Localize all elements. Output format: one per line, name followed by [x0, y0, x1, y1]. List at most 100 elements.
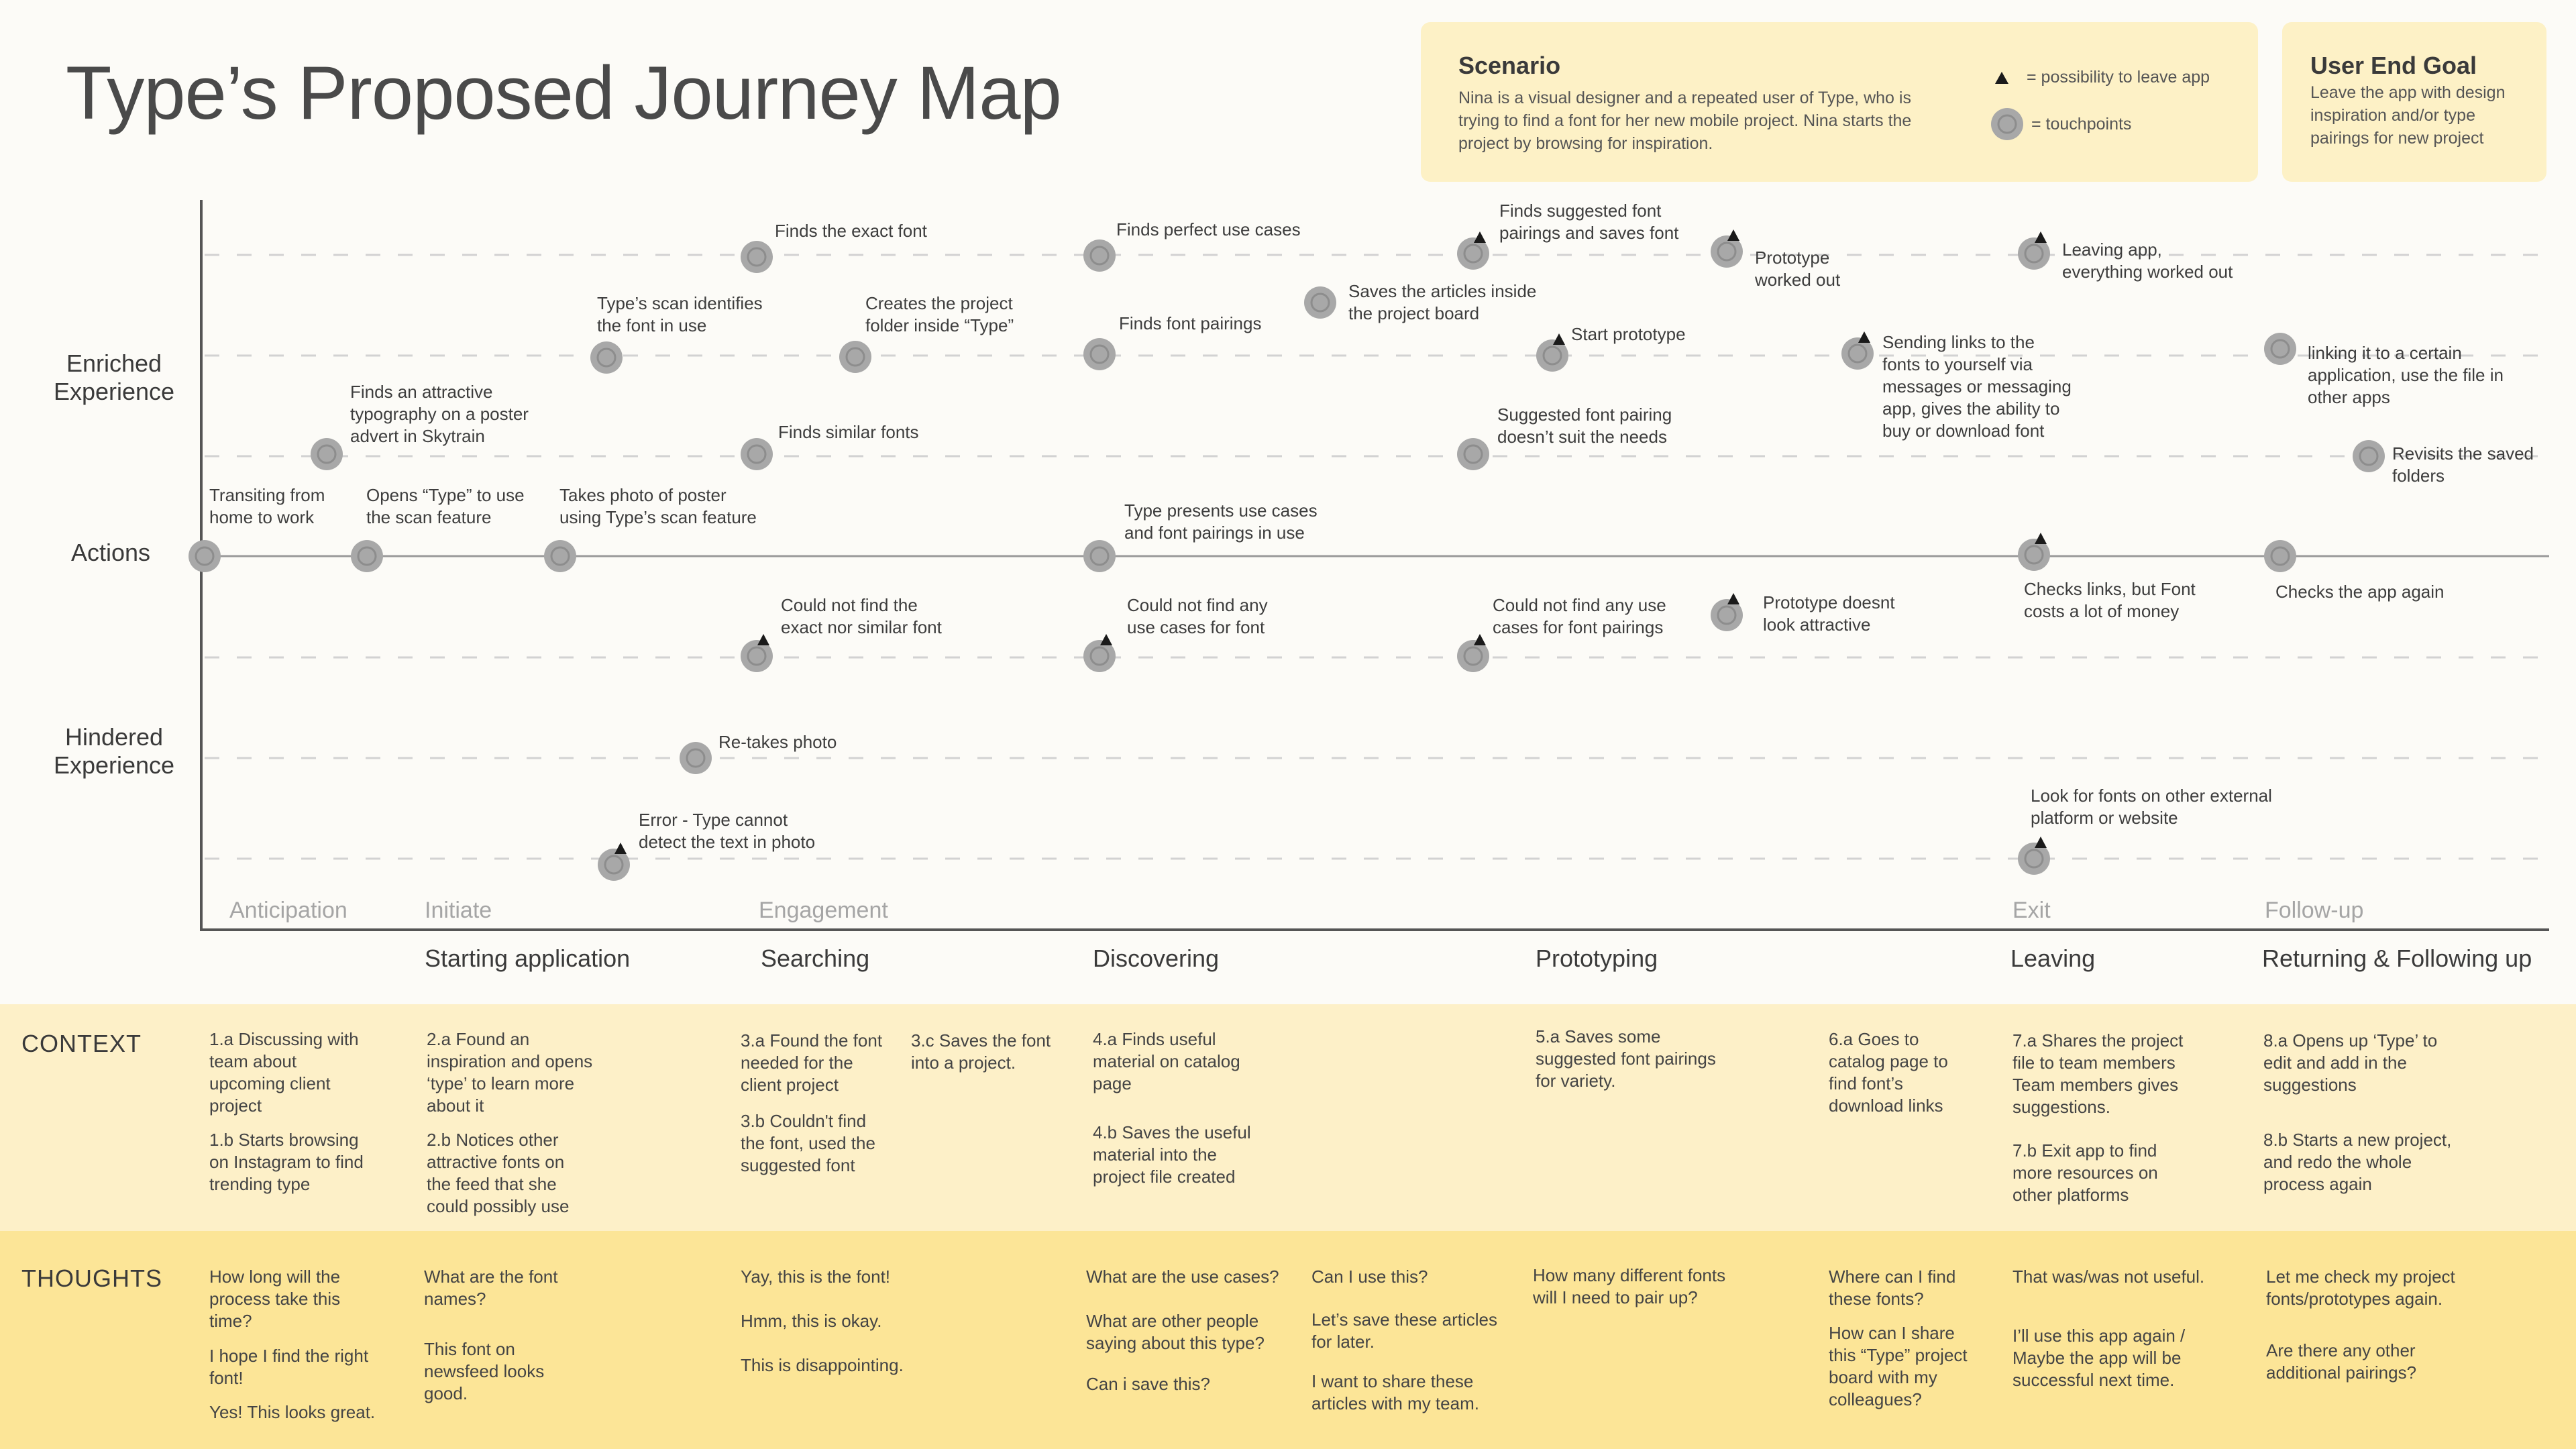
touchpoint-marker [1536, 339, 1568, 372]
touchpoint-marker-ring [357, 546, 377, 566]
leave-app-icon [1474, 634, 1486, 645]
touchpoint-marker-ring [317, 444, 337, 464]
touchpoint-label: Checks the app again [2275, 582, 2445, 602]
touchpoint-marker-ring [1463, 646, 1483, 666]
touchpoint-marker-ring [1089, 246, 1110, 266]
touchpoint-label: Finds font pairings [1119, 313, 1262, 333]
thought-cell: Are there any other additional pairings? [2266, 1340, 2417, 1383]
context-cell: 8.b Starts a new project, and redo the w… [2263, 1130, 2452, 1194]
touchpoint-label: Finds perfect use cases [1116, 219, 1301, 239]
touchpoint-marker-ring [2270, 339, 2290, 359]
touchpoint-marker [839, 341, 871, 373]
touchpoint-marker [2018, 237, 2050, 270]
phase-leaving: Leaving [2010, 945, 2096, 972]
stage-anticipation: Anticipation [229, 898, 347, 923]
touchpoint-marker [189, 540, 221, 572]
context-cell: 2.b Notices other attractive fonts on th… [427, 1130, 570, 1216]
touchpoint-marker [590, 341, 623, 374]
touchpoint-marker-ring [1847, 343, 1868, 364]
leave-app-icon [1553, 333, 1565, 345]
touchpoint-label: Look for fonts on other external platfor… [2031, 786, 2272, 828]
context-cell: 1.b Starts browsing on Instagram to find… [209, 1130, 364, 1194]
page-title: Type’s Proposed Journey Map [66, 51, 1062, 135]
leave-app-icon [1727, 593, 1739, 604]
touchpoint-label: Error - Type cannot detect the text in p… [639, 810, 816, 852]
touchpoint-label: Suggested font pairing doesn’t suit the … [1497, 405, 1672, 447]
thought-cell: I’ll use this app again / Maybe the app … [2012, 1326, 2186, 1390]
touchpoint-marker-ring [686, 748, 706, 768]
context-cell: 8.a Opens up ‘Type’ to edit and add in t… [2263, 1030, 2438, 1095]
thought-cell: Can i save this? [1086, 1374, 1210, 1394]
phase-searching: Searching [761, 945, 870, 972]
leave-app-icon [1727, 229, 1739, 241]
touchpoint-label: Saves the articles inside the project bo… [1348, 281, 1537, 323]
touchpoint-marker [1457, 237, 1489, 270]
touchpoint-label: Takes photo of poster using Type’s scan … [559, 485, 757, 527]
stage-engagement: Engagement [759, 898, 888, 923]
thought-cell: How long will the process take this time… [209, 1267, 341, 1331]
touchpoint-marker-ring [1542, 345, 1562, 366]
touchpoint-marker-ring [2024, 244, 2044, 264]
touchpoint-marker-ring [596, 347, 616, 368]
touchpoint-label: Start prototype [1571, 324, 1686, 344]
touchpoint-label: Type presents use cases and font pairing… [1124, 500, 1318, 543]
thought-cell: Yes! This looks great. [209, 1402, 376, 1422]
touchpoint-marker [1304, 286, 1336, 319]
touchpoint-marker-ring [747, 247, 767, 267]
touchpoint-label: Could not find any use cases for font pa… [1493, 595, 1666, 637]
touchpoint-marker-ring [2024, 545, 2044, 565]
thought-cell: How many different fonts will I need to … [1533, 1265, 1726, 1307]
thought-cell: I want to share these articles with my t… [1311, 1371, 1479, 1413]
touchpoint-label: Creates the project folder inside “Type” [865, 293, 1014, 335]
scenario-text: Nina is a visual designer and a repeated… [1458, 89, 1912, 153]
context-cell: 3.a Found the font needed for the client… [741, 1030, 883, 1095]
touchpoint-marker-ring [1089, 546, 1110, 566]
thought-cell: Yay, this is the font! [741, 1267, 891, 1287]
thought-cell: Let me check my project fonts/prototypes… [2266, 1267, 2455, 1309]
touchpoint-marker [2264, 333, 2296, 365]
touchpoint-icon [1991, 108, 2023, 140]
touchpoint-label: Finds an attractive typography on a post… [350, 382, 529, 446]
touchpoint-label: Finds suggested font pairings and saves … [1499, 201, 1679, 243]
legend-touch: = touchpoints [1990, 107, 2131, 142]
row-label-hindered: Hindered Experience [53, 723, 175, 779]
touchpoint-marker [2264, 540, 2296, 572]
touchpoint-marker [1083, 338, 1116, 370]
touchpoint-marker [741, 640, 773, 672]
touchpoint-marker-ring [2359, 446, 2379, 466]
thought-cell: What are other people saying about this … [1086, 1311, 1265, 1353]
touchpoint-marker [1841, 337, 1874, 370]
touchpoint-marker [1083, 540, 1116, 572]
journey-diagram [189, 200, 2549, 931]
leave-app-icon [1858, 331, 1870, 343]
touchpoint-label: Checks links, but Font costs a lot of mo… [2024, 579, 2196, 621]
thoughts-title: THOUGHTS [21, 1265, 162, 1292]
touchpoint-label: linking it to a certain application, use… [2308, 343, 2504, 407]
stage-followup: Follow-up [2265, 898, 2364, 923]
context-cell: 6.a Goes to catalog page to find font’s … [1829, 1029, 1948, 1116]
thought-cell: Where can I find these fonts? [1829, 1267, 1956, 1309]
touchpoint-marker-ring [604, 855, 624, 875]
touchpoint-label: Re-takes photo [718, 732, 837, 752]
touchpoint-label: Sending links to the fonts to yourself v… [1882, 332, 2072, 441]
context-title: CONTEXT [21, 1030, 142, 1057]
touchpoint-label: Type’s scan identifies the font in use [597, 293, 763, 335]
touchpoint-marker [351, 540, 383, 572]
phase-prototyping: Prototyping [1536, 945, 1658, 972]
touchpoint-marker [1711, 599, 1743, 631]
thought-cell: How can I share this “Type” project boar… [1829, 1323, 1968, 1409]
context-cell: 2.a Found an inspiration and opens ‘type… [427, 1029, 593, 1116]
phase-returning: Returning & Following up [2262, 945, 2532, 972]
scenario-card: Scenario Nina is a visual designer and a… [1421, 22, 2258, 182]
touchpoint-marker-ring [845, 347, 865, 367]
touchpoint-label: Opens “Type” to use the scan feature [366, 485, 525, 527]
touchpoint-label: Transiting from home to work [209, 485, 325, 527]
thought-cell: Let’s save these articles for later. [1311, 1309, 1497, 1352]
touchpoint-marker-ring [1089, 344, 1110, 364]
leave-app-icon [2035, 837, 2047, 848]
touchpoint-marker-ring [1717, 241, 1737, 262]
touchpoint-marker [2353, 440, 2385, 472]
touchpoint-label: Finds the exact font [775, 221, 927, 241]
context-cell: 4.b Saves the useful material into the p… [1093, 1122, 1251, 1187]
context-band: CONTEXT 1.a Discussing with team about u… [0, 1004, 2576, 1231]
